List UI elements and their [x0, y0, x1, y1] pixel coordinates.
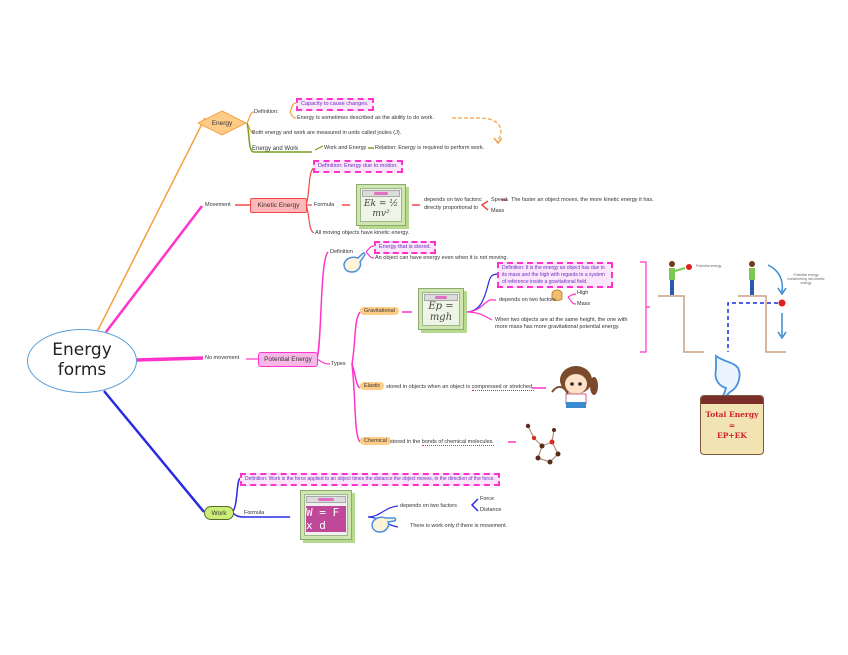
- kinetic-energy-node[interactable]: Kinetic Energy: [250, 198, 307, 213]
- energy-definition-box[interactable]: Capacity to cause changes.: [296, 98, 374, 112]
- energy-label: Energy: [211, 119, 233, 127]
- energy-relation: Relation: Energy is required to perform …: [375, 145, 485, 151]
- elastic-text-main: stored in objects when an object is: [386, 384, 472, 390]
- potential-definition-box[interactable]: Energy that is stored.: [374, 241, 436, 255]
- chemical-node[interactable]: Chemical: [360, 437, 391, 445]
- total-energy-line3: EP+EK: [717, 431, 747, 440]
- elastic-text-underlined: compressed or stretched.: [471, 384, 534, 391]
- work-factor-force: Force: [480, 496, 495, 502]
- kinetic-definition-box[interactable]: Definition: Energy due to motion.: [313, 160, 403, 174]
- branch-energy: [97, 117, 206, 331]
- gravitational-note-line1: When two objects are at the same height,…: [495, 317, 628, 323]
- work-definition-box[interactable]: Definition: Work is the force applied to…: [240, 473, 500, 486]
- gravitational-node[interactable]: Gravitational: [360, 307, 399, 315]
- kinetic-formula: Ek = ½ mv²: [363, 199, 398, 219]
- elastic-node[interactable]: Elastic: [360, 382, 385, 390]
- pointing-hand-icon: [343, 252, 366, 273]
- work-node[interactable]: Work: [204, 506, 234, 520]
- potential-definition-note: An object can have energy even when it i…: [375, 255, 508, 261]
- movement-label[interactable]: Movement: [205, 202, 231, 208]
- central-topic-line1: Energy: [52, 340, 112, 361]
- kinetic-formula-label: Formula: [314, 202, 335, 208]
- pointing-hand-icon: [714, 354, 741, 398]
- chemical-text: stored in the bonds of chemical molecule…: [390, 439, 494, 446]
- kinetic-speed-note: The faster an object moves, the more kin…: [511, 197, 654, 203]
- gravitational-formula-card: Ep = mgh: [418, 288, 464, 330]
- kinetic-factor-mass: Mass: [491, 208, 505, 214]
- branch-work: [103, 390, 205, 513]
- potential-energy-node[interactable]: Potential Energy: [258, 352, 318, 367]
- gravitational-factor-mass: Mass: [577, 301, 591, 307]
- energy-definition-label: Definition:: [254, 109, 279, 115]
- work-note: There is work only if there is movement.: [410, 523, 508, 529]
- pointing-hand-icon: [551, 289, 563, 301]
- kinetic-all-moving: All moving objects have kinetic energy.: [315, 230, 410, 236]
- molecule-icon: [525, 423, 561, 465]
- kinetic-depends: depends on two factors:: [424, 197, 483, 203]
- energy-and-work-label[interactable]: Energy and Work: [252, 146, 299, 152]
- work-formula-label: Formula: [244, 510, 265, 516]
- gravitational-depends: depends on two factors: [499, 297, 556, 303]
- total-energy-note: Total Energy = EP+EK: [700, 395, 764, 455]
- gravitational-factor-high: High: [577, 290, 589, 296]
- gravitational-definition-box[interactable]: Definition: It is the energy an object h…: [497, 262, 613, 289]
- energy-node[interactable]: Energy: [197, 110, 247, 136]
- gravitational-note-line2: more mass has more gravitational potenti…: [495, 324, 620, 330]
- archer-character-icon: [551, 366, 598, 408]
- illustration-potential-energy: [658, 261, 787, 353]
- potential-types-label: Types: [331, 361, 346, 367]
- work-and-energy: Work and Energy: [324, 145, 367, 151]
- chemical-text-main: stored in the: [390, 439, 422, 445]
- work-factor-distance: Distance: [480, 507, 502, 513]
- pointing-hand-icon: [371, 516, 397, 533]
- kinetic-directly: directly proportional to: [424, 205, 479, 211]
- central-topic[interactable]: Energy forms: [27, 329, 137, 393]
- central-topic-line2: forms: [57, 360, 107, 380]
- illustration-label-transform: Potential energy transforming into kinet…: [787, 273, 825, 286]
- energy-units: Both energy and work are measured in uni…: [252, 130, 402, 136]
- chemical-text-underlined: bonds of chemical molecules.: [421, 439, 494, 446]
- total-energy-line2: =: [728, 420, 736, 430]
- energy-definition-alt: Energy is sometimes described as the abi…: [297, 115, 434, 121]
- elastic-text: stored in objects when an object is comp…: [386, 384, 534, 391]
- potential-definition-label: Definition: [330, 249, 353, 255]
- work-depends: depends on two factors: [400, 503, 457, 509]
- illustration-label-potential: Potential energy: [696, 264, 722, 268]
- work-formula: W = F x d: [306, 506, 346, 532]
- no-movement-label[interactable]: No movement: [205, 355, 240, 361]
- kinetic-factor-speed: Speed: [491, 197, 507, 203]
- branch-no-movement: [135, 356, 204, 362]
- work-formula-card: W = F x d: [300, 490, 352, 540]
- total-energy-line1: Total Energy: [705, 410, 759, 419]
- gravitational-formula: Ep = mgh: [428, 301, 454, 323]
- diamond-shape: [197, 110, 247, 136]
- kinetic-formula-card: Ek = ½ mv²: [356, 184, 406, 226]
- branch-movement: [105, 205, 203, 333]
